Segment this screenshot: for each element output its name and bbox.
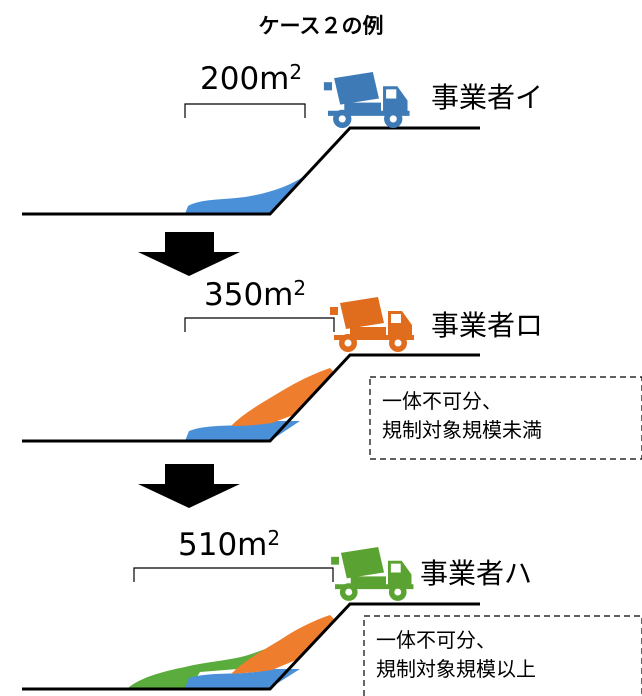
arrow-down-icon-1 <box>138 232 240 276</box>
stage-3-truck-icon <box>331 547 414 601</box>
stage-2-note-box <box>369 376 642 460</box>
stage-2-area-bracket <box>184 317 335 332</box>
stage-2-note: 一体不可分、 規制対象規模未満 <box>382 387 542 445</box>
stage-2-truck-icon <box>330 297 414 352</box>
stage-3-area-bracket <box>133 567 334 582</box>
stage-1-area-value: 200 <box>200 61 260 97</box>
stage-1-area-bracket <box>184 103 306 118</box>
stage-2-area-exponent: 2 <box>293 276 307 300</box>
arrow-down-icon-2 <box>138 464 240 508</box>
stage-3-note-line-2: 規制対象規模以上 <box>376 657 536 681</box>
stage-3-ground-line <box>22 602 480 691</box>
stage-3-note-line-1: 一体不可分、 <box>376 628 496 652</box>
stage-1-fill-blue <box>185 175 306 214</box>
stage-2-ground-line <box>22 353 480 443</box>
stage-3-fill-blue <box>185 669 300 688</box>
stage-2-cross-section <box>22 297 642 460</box>
stage-3-fill-orange <box>231 615 334 674</box>
stage-3-area-value: 510 <box>178 527 238 563</box>
stage-1-cross-section <box>22 72 480 216</box>
stage-3-area-unit: m <box>237 527 268 563</box>
stage-1-area-unit: m <box>259 61 290 97</box>
stage-2-operator-label: 事業者ロ <box>431 309 544 342</box>
diagram-title: ケース２の例 <box>258 14 384 38</box>
stage-2-note-line-1: 一体不可分、 <box>382 389 502 413</box>
stage-2-fill-blue <box>185 421 300 441</box>
stage-2-area-value: 350 <box>204 277 264 313</box>
stage-2-fill-orange <box>231 368 334 426</box>
stage-3-area-label: 510m2 <box>178 527 280 563</box>
stage-1-ground-line <box>22 126 480 216</box>
stage-2-area-label: 350m2 <box>204 277 306 313</box>
stage-3-operator-label: 事業者ハ <box>420 557 533 590</box>
stage-2-note-line-2: 規制対象規模未満 <box>382 418 542 442</box>
stage-1-area-label: 200m2 <box>200 61 302 97</box>
stage-3-area-exponent: 2 <box>267 526 281 550</box>
stage-2-area-unit: m <box>263 277 294 313</box>
stage-1-area-exponent: 2 <box>289 60 303 84</box>
stage-1-operator-label: 事業者イ <box>431 81 544 114</box>
stage-3-fill-green <box>128 644 282 688</box>
stage-1-truck-icon <box>323 72 410 129</box>
stage-3-note: 一体不可分、 規制対象規模以上 <box>376 626 536 684</box>
stage-3-cross-section <box>22 547 642 696</box>
